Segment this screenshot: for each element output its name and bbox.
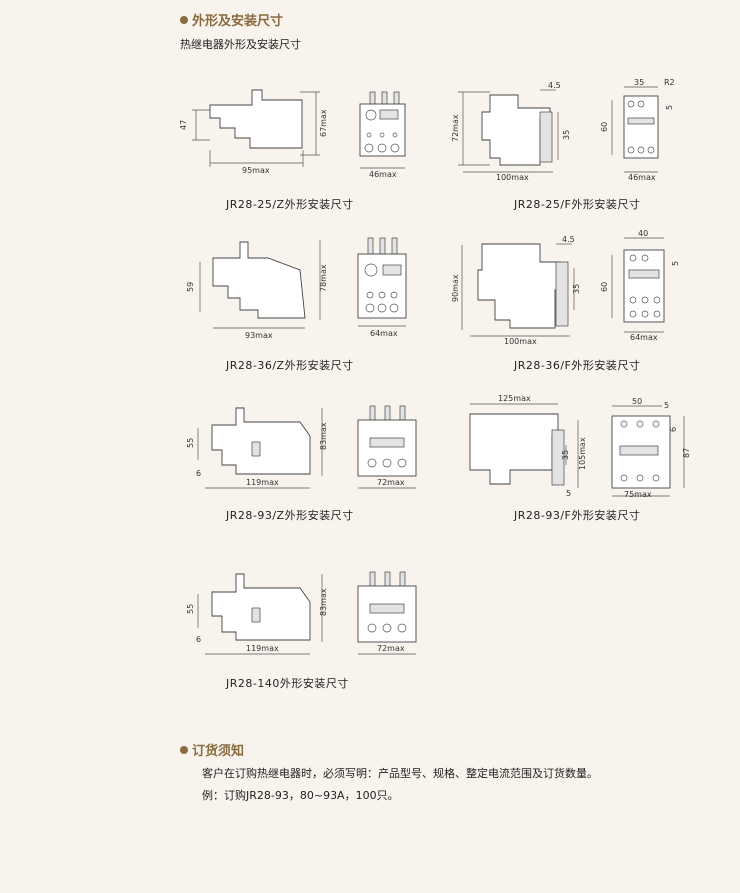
dim-93f-t1: 50 — [632, 397, 642, 406]
dim-25f-t1: 35 — [634, 78, 644, 87]
dim-93f-b: 35 — [561, 450, 570, 460]
dim-93f-t2: 5 — [664, 401, 669, 410]
drawing-140-front: 72max — [357, 571, 417, 655]
dim-25f-b: 35 — [562, 130, 571, 140]
dim-25f-s60: 60 — [600, 122, 609, 132]
dim-93f-s5: 5 — [566, 489, 571, 498]
section-title-dimensions: 外形及安装尺寸 — [180, 10, 283, 29]
dim-93f-top: 125max — [498, 394, 531, 403]
drawing-36z-front: 64max — [357, 237, 407, 338]
dim-36z-w: 93max — [245, 331, 273, 340]
dim-25f-fw: 46max — [628, 173, 656, 182]
dim-93z-hmax: 83max — [319, 422, 328, 450]
dim-36f-hmax: 90max — [451, 274, 460, 302]
dim-140-fw: 72max — [377, 644, 405, 653]
dim-36z-h: 59 — [186, 282, 195, 292]
dim-93z-s6: 6 — [196, 469, 201, 478]
dim-140-hmax: 83max — [319, 588, 328, 616]
drawing-36f-front: 40 5 60 64max — [600, 229, 680, 342]
dim-93f-fw: 75max — [624, 490, 652, 499]
dim-25z-h: 47 — [179, 120, 188, 130]
bullet-icon — [180, 745, 188, 754]
dim-36f-fw: 64max — [630, 333, 658, 342]
dim-93f-s6: 6 — [669, 427, 678, 432]
dim-25f-hmax: 72max — [451, 114, 460, 142]
dim-25f-t2: R2 — [664, 78, 675, 87]
dim-36f-s60: 60 — [600, 282, 609, 292]
dim-36f-s5: 5 — [671, 261, 680, 266]
dim-25z-hmax: 67max — [319, 109, 328, 137]
dim-25f-w: 100max — [496, 173, 529, 182]
drawing-25z-front: 46max — [359, 91, 406, 179]
dim-140-w: 119max — [246, 644, 279, 653]
dim-25f-a: 4.5 — [548, 81, 561, 90]
dim-25z-w: 95max — [242, 166, 270, 175]
caption-jr28-36z: JR28-36/Z外形安装尺寸 — [226, 359, 354, 372]
dim-36f-b: 35 — [572, 284, 581, 294]
caption-jr28-36f: JR28-36/F外形安装尺寸 — [514, 359, 641, 372]
ordering-note-line2: 例：订购JR28-93，80~93A，100只。 — [202, 789, 399, 802]
dim-140-s6: 6 — [196, 635, 201, 644]
drawing-93f-side: 125max 35 105max 5 — [469, 394, 587, 498]
dim-36f-a: 4.5 — [562, 235, 575, 244]
caption-jr28-25f: JR28-25/F外形安装尺寸 — [514, 198, 641, 211]
dim-93z-fw: 72max — [377, 478, 405, 487]
drawing-36f-side: 90max 100max 4.5 35 — [451, 235, 581, 346]
drawing-93f-front: 50 5 6 87 75max — [611, 397, 691, 499]
caption-jr28-140: JR28-140外形安装尺寸 — [226, 677, 349, 690]
drawing-93z-front: 72max — [357, 405, 417, 489]
drawing-25z-side: 47 67max 95max — [179, 89, 328, 175]
drawing-140-side: 55 83max 6 119max — [186, 573, 328, 655]
section-subtitle: 热继电器外形及安装尺寸 — [180, 38, 301, 51]
drawing-25f-side: 72max 100max 4.5 35 — [451, 81, 571, 182]
drawing-25f-front: 35 R2 5 60 46max — [600, 78, 675, 182]
dim-93f-hmax: 105max — [578, 437, 587, 470]
dim-25z-fw: 46max — [369, 170, 397, 179]
caption-jr28-25z: JR28-25/Z外形安装尺寸 — [226, 198, 354, 211]
dim-36f-w: 100max — [504, 337, 537, 346]
dim-36z-fw: 64max — [370, 329, 398, 338]
dim-36f-t1: 40 — [638, 229, 648, 238]
drawing-93z-side: 55 83max 6 119max — [186, 407, 328, 489]
dim-93f-s87: 87 — [682, 448, 691, 458]
dim-140-h: 55 — [186, 604, 195, 614]
drawing-36z-side: 59 78max 93max — [186, 240, 328, 340]
ordering-note-line1: 客户在订购热继电器时，必须写明：产品型号、规格、整定电流范围及订货数量。 — [202, 767, 598, 780]
caption-jr28-93f: JR28-93/F外形安装尺寸 — [514, 509, 641, 522]
bullet-icon — [180, 15, 188, 24]
caption-jr28-93z: JR28-93/Z外形安装尺寸 — [226, 509, 354, 522]
dim-25f-s5: 5 — [665, 105, 674, 110]
dim-93z-h: 55 — [186, 438, 195, 448]
dim-36z-hmax: 78max — [319, 264, 328, 292]
section-title-text: 订货须知 — [192, 744, 245, 759]
section-title-ordering: 订货须知 — [180, 740, 244, 759]
dim-93z-w: 119max — [246, 478, 279, 487]
section-title-text: 外形及安装尺寸 — [192, 14, 284, 29]
